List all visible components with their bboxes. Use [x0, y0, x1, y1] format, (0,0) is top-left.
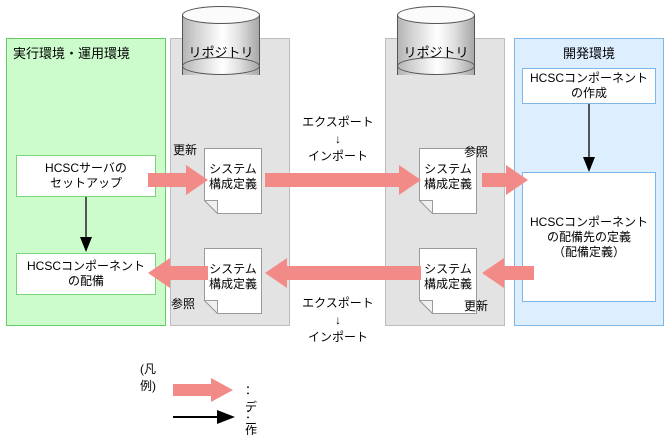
- box-hcsc-server-setup-line2: セットアップ: [49, 176, 122, 190]
- box-hcsc-component-creation-line1: HCSCコンポーネント: [529, 71, 648, 85]
- cylinder-top-ellipse: [182, 6, 260, 24]
- box-hcsc-deployment-definition-line1: HCSCコンポーネント: [529, 214, 648, 229]
- export-label: エクスポート: [302, 296, 374, 310]
- data-flow-arrow-top-1: [148, 165, 208, 195]
- document-system-configuration-c: システム 構成定義: [419, 148, 477, 214]
- document-icon: [204, 148, 262, 214]
- document-icon: [419, 148, 477, 214]
- work-order-arrow-create-to-definition: [582, 104, 596, 174]
- arrow-label-bottom-left: 参照: [171, 297, 196, 311]
- arrow-label-top-right: 参照: [464, 145, 489, 159]
- data-flow-arrow-bottom-3: [148, 258, 208, 288]
- document-system-configuration-a: システム 構成定義: [204, 148, 262, 214]
- cylinder-bottom-ellipse: [182, 57, 260, 75]
- data-flow-arrow-top-3: [482, 165, 528, 195]
- document-label-c: システム 構成定義: [419, 162, 477, 192]
- arrow-label-bottom-right: 更新: [464, 299, 489, 313]
- doc-line2: 構成定義: [208, 177, 257, 191]
- repository-cylinder-icon-left: リポジトリ: [182, 6, 260, 84]
- repository-label-left: リポジトリ: [188, 45, 254, 60]
- doc-line1: システム: [209, 262, 257, 276]
- arrow-label-top-left: 更新: [173, 143, 198, 157]
- doc-line1: システム: [209, 162, 257, 176]
- data-flow-arrow-bottom-1: [482, 258, 534, 288]
- panel-execution-environment-title: 実行環境・運用環境: [13, 46, 131, 61]
- down-arrow-icon: ↓: [335, 313, 341, 327]
- box-hcsc-deployment-definition-line2: の配備先の定義: [546, 229, 631, 244]
- cylinder-top-ellipse: [397, 6, 475, 24]
- box-hcsc-component-deployment-line1: HCSCコンポーネント: [26, 259, 145, 273]
- down-arrow-icon: ↓: [335, 132, 341, 146]
- box-hcsc-component-creation-line2: の作成: [570, 86, 607, 100]
- box-hcsc-deployment-definition: HCSCコンポーネント の配備先の定義 （配備定義）: [522, 172, 656, 302]
- legend-data-flow-label: ：データの流れ: [245, 383, 258, 435]
- doc-line2: 構成定義: [423, 177, 472, 191]
- box-hcsc-component-deployment: HCSCコンポーネント の配備: [16, 253, 156, 295]
- doc-line1: システム: [424, 262, 472, 276]
- document-system-configuration-d: システム 構成定義: [419, 248, 477, 314]
- data-flow-arrow-top-2: [265, 165, 421, 195]
- panel-development-environment-title: 開発環境: [562, 46, 615, 61]
- box-hcsc-deployment-definition-line3: （配備定義）: [552, 244, 625, 259]
- legend-title: (凡例): [140, 362, 156, 393]
- box-hcsc-component-deployment-line2: の配備: [67, 274, 104, 288]
- repository-label-right: リポジトリ: [403, 45, 469, 60]
- box-hcsc-server-setup-line1: HCSCサーバの: [45, 161, 127, 175]
- import-label: インポート: [307, 330, 368, 344]
- doc-line2: 構成定義: [208, 277, 257, 291]
- repository-cylinder-icon-right: リポジトリ: [397, 6, 475, 84]
- document-icon: [204, 248, 262, 314]
- document-label-d: システム 構成定義: [419, 262, 477, 292]
- document-label-b: システム 構成定義: [204, 262, 262, 292]
- legend-data-flow-arrow-icon: [173, 378, 233, 407]
- export-import-label-top: エクスポート ↓ インポート: [286, 114, 390, 165]
- document-icon: [419, 248, 477, 314]
- export-import-label-bottom: エクスポート ↓ インポート: [286, 295, 390, 346]
- work-order-arrow-setup-to-deploy: [79, 197, 93, 253]
- export-label: エクスポート: [302, 115, 374, 129]
- legend-work-order-arrow-icon: [173, 410, 235, 429]
- legend-work-order-label: ：作業の順序: [245, 407, 258, 435]
- doc-line1: システム: [424, 162, 472, 176]
- document-system-configuration-b: システム 構成定義: [204, 248, 262, 314]
- box-hcsc-component-creation: HCSCコンポーネント の作成: [522, 68, 656, 104]
- data-flow-arrow-bottom-2: [265, 258, 421, 288]
- doc-line2: 構成定義: [423, 277, 472, 291]
- document-label-a: システム 構成定義: [204, 162, 262, 192]
- cylinder-bottom-ellipse: [397, 57, 475, 75]
- box-hcsc-server-setup: HCSCサーバの セットアップ: [16, 155, 156, 197]
- import-label: インポート: [307, 149, 368, 163]
